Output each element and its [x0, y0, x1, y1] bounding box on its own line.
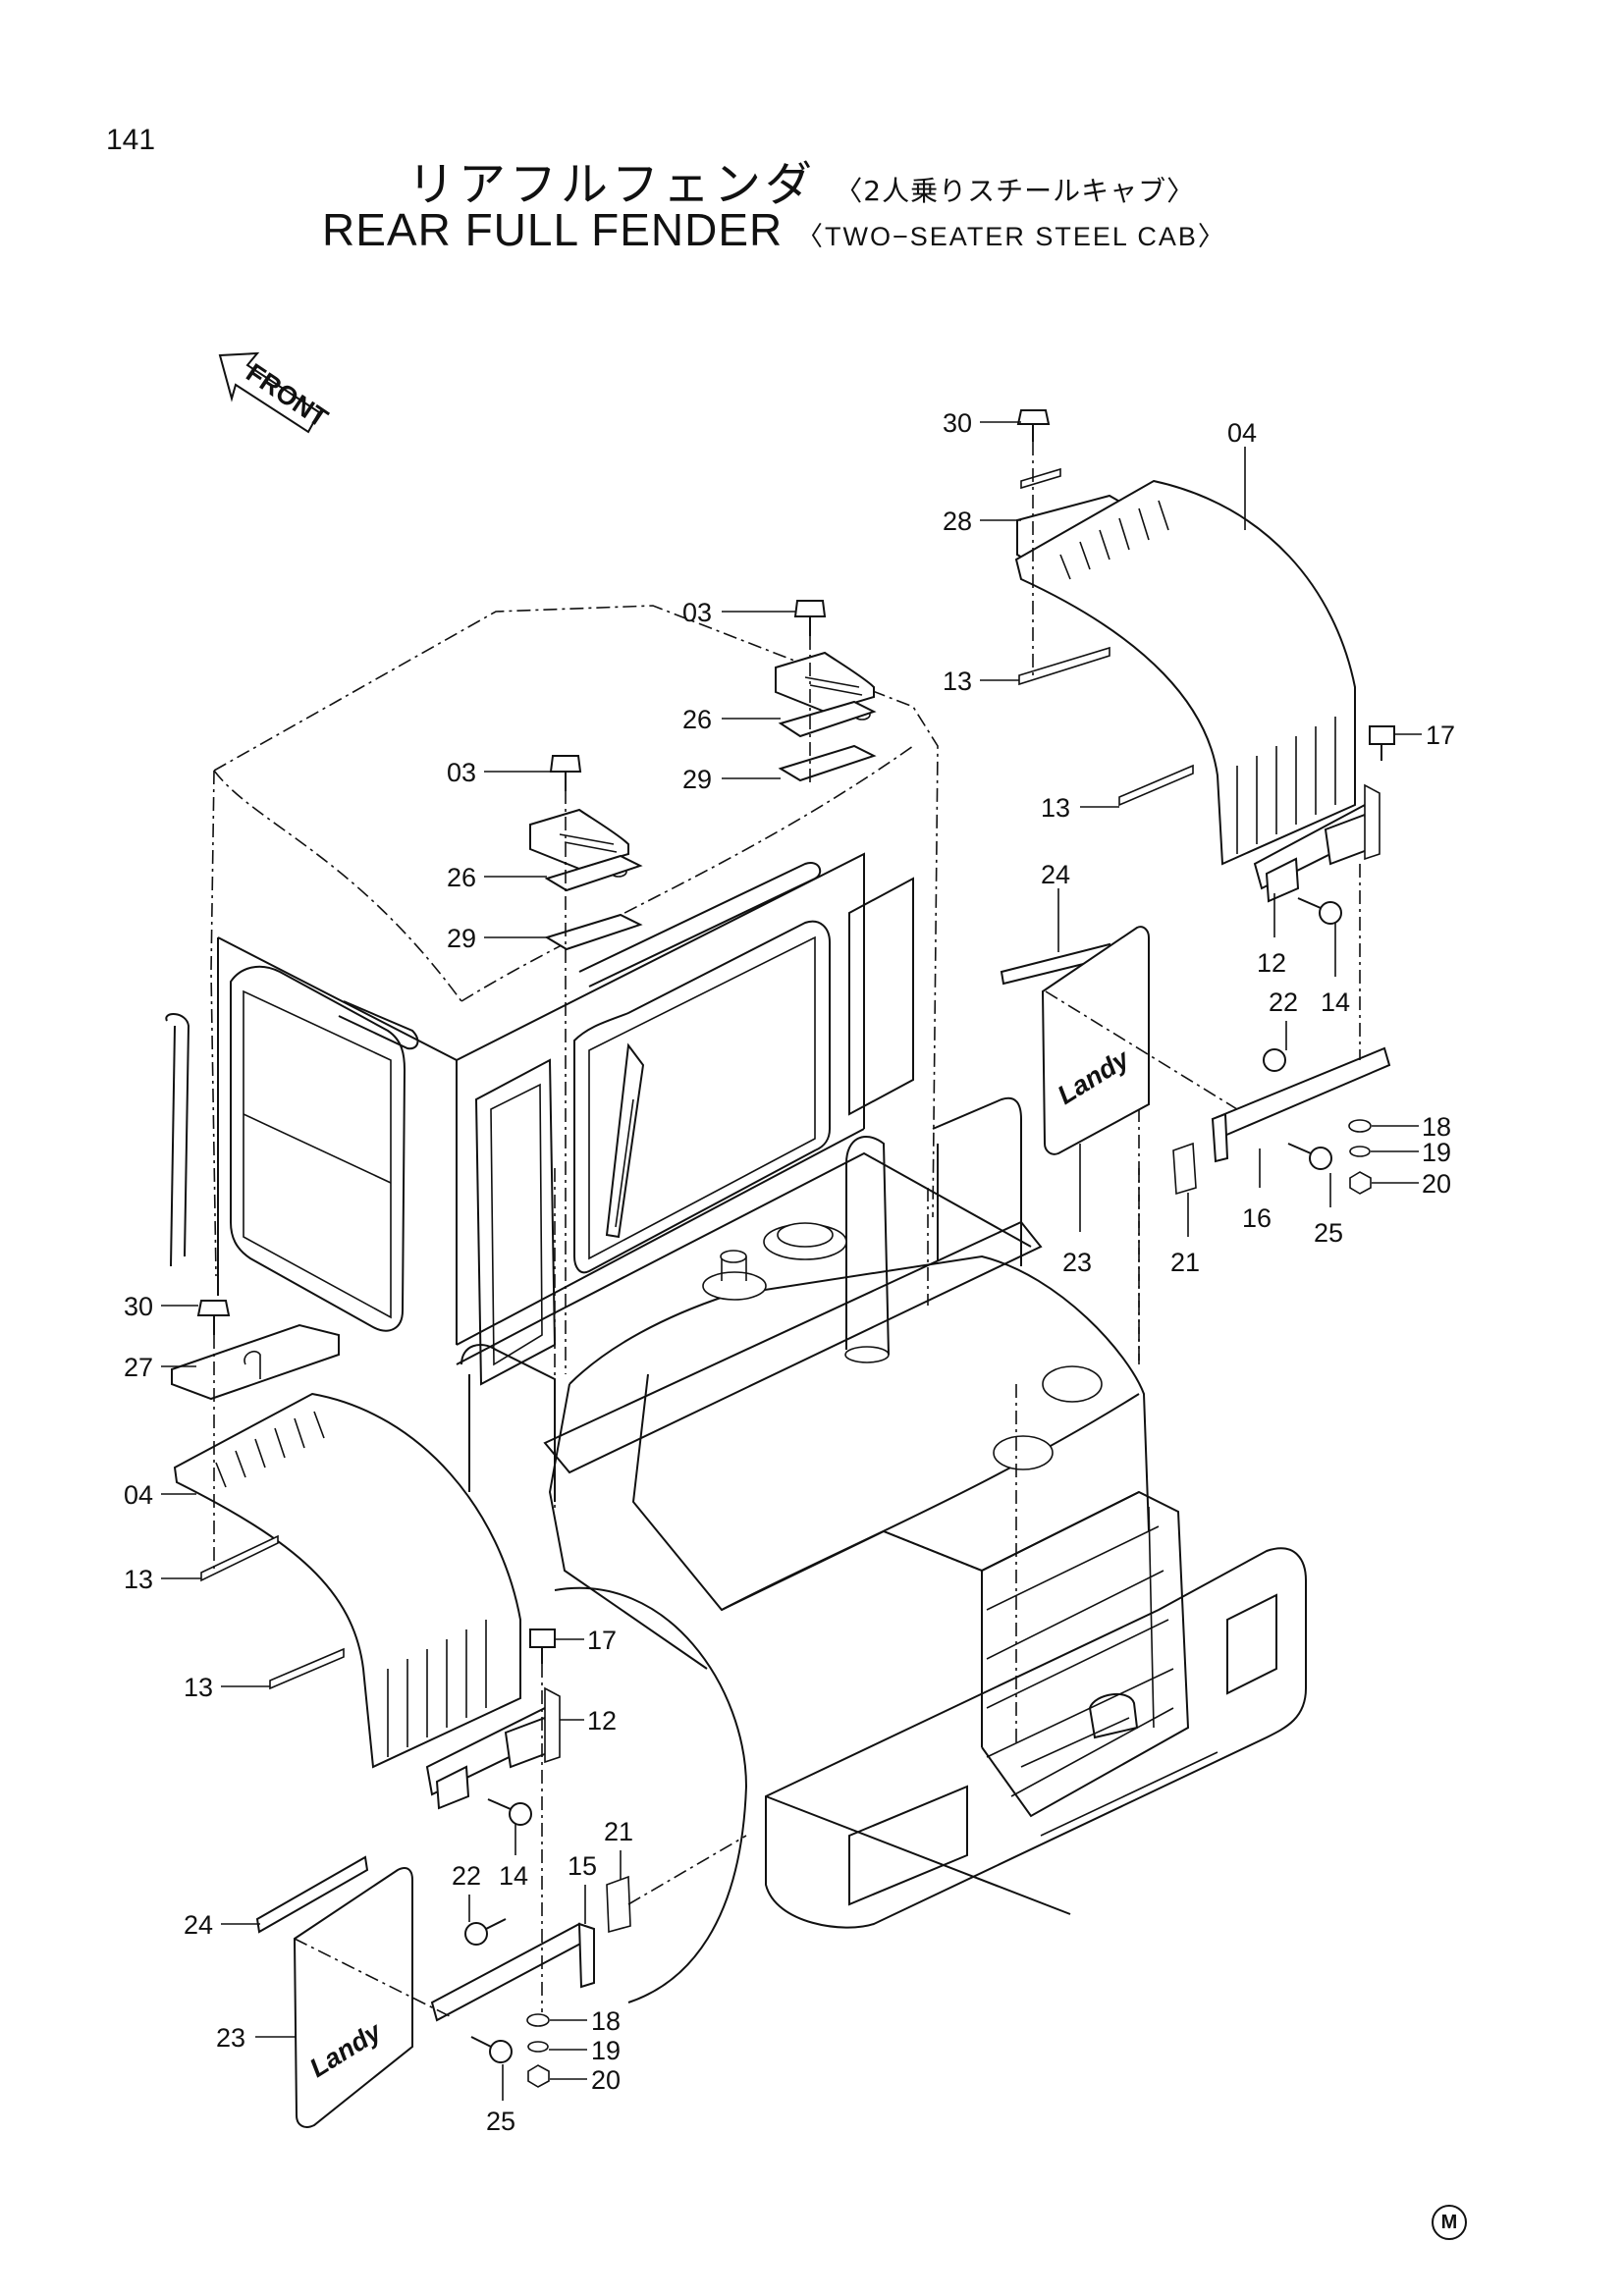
- callout-30-left: 30: [124, 1292, 153, 1321]
- front-arrow-icon: FRONT: [218, 351, 334, 434]
- callout-26-left: 26: [447, 863, 476, 892]
- callout-14-left: 14: [499, 1861, 528, 1891]
- callout-20-left: 20: [591, 2065, 621, 2095]
- callout-19-left: 19: [591, 2036, 621, 2065]
- callout-25-left: 25: [486, 2107, 515, 2136]
- callout-04-right: 04: [1227, 418, 1257, 448]
- title-english: REAR FULL FENDER 〈TWO−SEATER STEEL CAB〉: [322, 203, 1226, 256]
- right-fender-assembly: Landy: [1000, 409, 1395, 1364]
- title-japanese: リアフルフェンダ 〈2人乗りスチールキャブ〉: [407, 145, 1195, 214]
- callout-21-right: 21: [1170, 1248, 1200, 1277]
- callout-24-left: 24: [184, 1910, 213, 1940]
- callout-18-right: 18: [1422, 1112, 1451, 1142]
- callout-20-right: 20: [1422, 1169, 1451, 1199]
- callout-23-left: 23: [216, 2023, 245, 2053]
- callout-30-right: 30: [943, 408, 972, 438]
- m-mark-icon: M: [1432, 2205, 1467, 2240]
- page-number: 141: [106, 124, 156, 156]
- cab-outline: [165, 605, 1032, 1502]
- callout-28: 28: [943, 507, 972, 536]
- callout-17-left: 17: [587, 1626, 617, 1655]
- callout-13-right-a: 13: [943, 667, 972, 696]
- callout-29-right: 29: [682, 765, 712, 794]
- callout-25-right: 25: [1314, 1218, 1343, 1248]
- callout-14-right: 14: [1321, 988, 1350, 1017]
- callout-04-left: 04: [124, 1480, 153, 1510]
- callout-13-left-a: 13: [124, 1565, 153, 1594]
- callout-29-left: 29: [447, 924, 476, 953]
- subtitle-en: 〈TWO−SEATER STEEL CAB〉: [796, 222, 1226, 251]
- callout-22-left: 22: [452, 1861, 481, 1891]
- callout-16: 16: [1242, 1203, 1272, 1233]
- callout-12-right: 12: [1257, 948, 1286, 978]
- callout-27: 27: [124, 1353, 153, 1382]
- cab-roof-brackets: [529, 600, 877, 1374]
- callout-03-left: 03: [447, 758, 476, 787]
- callout-13-left-b: 13: [184, 1673, 213, 1702]
- subtitle-ja: 〈2人乗りスチールキャブ〉: [835, 175, 1196, 207]
- callout-labels: 30 04 28 13 03 26 29 17 13 03 26 29 24 1…: [124, 408, 1455, 2136]
- callout-22-right: 22: [1269, 988, 1298, 1017]
- callout-15: 15: [568, 1851, 597, 1881]
- callout-24-right: 24: [1041, 860, 1070, 889]
- callout-12-left: 12: [587, 1706, 617, 1735]
- left-fender-assembly: Landy: [171, 1300, 747, 2128]
- title-en-main: REAR FULL FENDER: [322, 204, 784, 255]
- callout-23-right: 23: [1062, 1248, 1092, 1277]
- callout-17-right: 17: [1426, 721, 1455, 750]
- callout-03-right: 03: [682, 598, 712, 627]
- callout-19-right: 19: [1422, 1138, 1451, 1167]
- callout-26-right: 26: [682, 705, 712, 734]
- callout-21-left: 21: [604, 1817, 633, 1846]
- title-ja-main: リアフルフェンダ: [407, 157, 817, 212]
- machine-body-outline: [543, 1055, 1307, 2003]
- callout-18-left: 18: [591, 2006, 621, 2036]
- callout-13-right-b: 13: [1041, 793, 1070, 823]
